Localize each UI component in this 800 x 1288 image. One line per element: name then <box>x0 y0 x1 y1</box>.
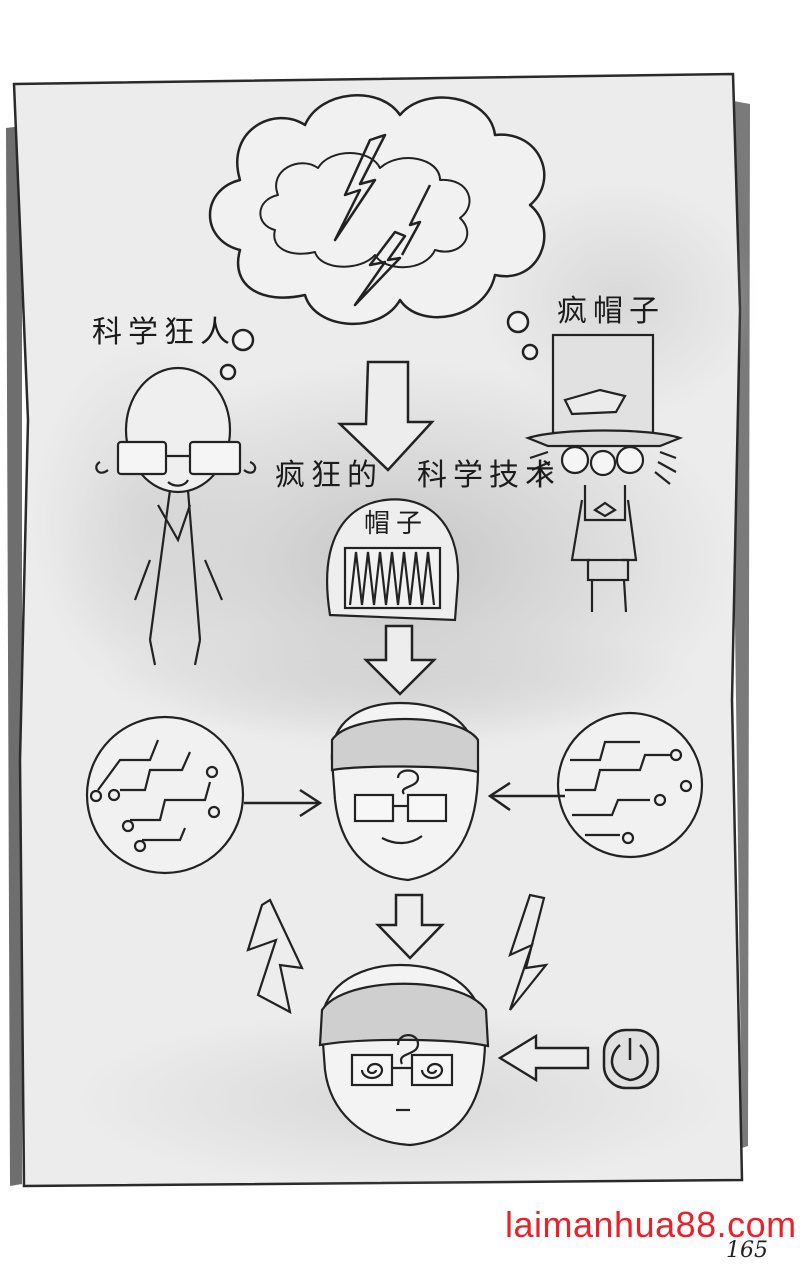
page-number: 165 <box>726 1238 768 1263</box>
label-mad-scientist: 科学狂人 <box>92 315 236 350</box>
arrow-down-icon <box>336 360 435 472</box>
girl-head-dizzy-figure <box>318 963 490 1147</box>
watermark: laimanhua88.com <box>505 1204 797 1245</box>
label-mad-hatter: 疯帽子 <box>557 294 665 329</box>
arrow-left-icon <box>487 781 565 812</box>
arrow-left-icon <box>497 1033 590 1083</box>
label-hat: 帽子 <box>364 509 429 539</box>
mad-scientist-figure <box>95 366 257 666</box>
power-icon <box>602 1028 660 1090</box>
arrow-right-icon <box>244 788 323 818</box>
thought-cloud <box>208 94 546 381</box>
label-crazy: 疯狂的 <box>275 458 383 493</box>
label-science-tech: 科学技术 <box>417 458 561 493</box>
hat-figure <box>326 498 460 622</box>
circuit-circle-right <box>556 711 704 859</box>
circuit-circle-left <box>85 715 245 875</box>
lightning-bolt-icon <box>508 893 549 1011</box>
arrow-down-icon <box>362 624 438 696</box>
mad-hatter-figure <box>524 333 684 613</box>
arrow-down-icon <box>375 893 445 960</box>
girl-head-figure <box>330 701 480 882</box>
lightning-bolt-icon <box>333 133 432 307</box>
lightning-bolt-icon <box>246 898 304 1015</box>
